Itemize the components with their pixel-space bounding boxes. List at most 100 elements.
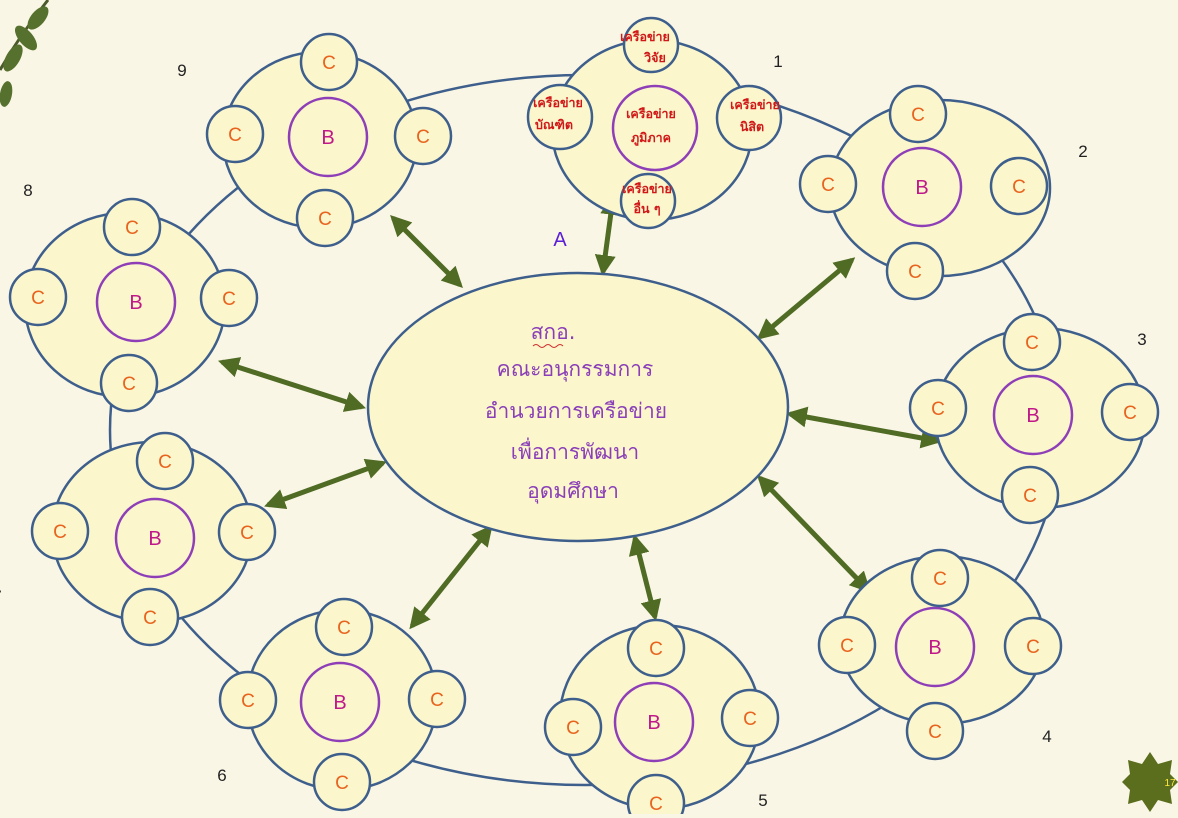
network-6: B C C C C 6 — [217, 597, 467, 812]
b-node — [95, 261, 177, 343]
center-line-1: สกอ. — [531, 320, 576, 344]
b-node-label: B — [928, 637, 941, 659]
c-node — [543, 697, 603, 757]
c-node-label: C — [566, 718, 580, 739]
c-node-label: C — [821, 175, 835, 196]
net1-right-line1: เครือข่าย — [730, 97, 780, 112]
b-node-label: B — [647, 712, 660, 734]
c-node — [910, 548, 970, 608]
c-node — [817, 615, 877, 675]
c-node — [199, 268, 259, 328]
page-number-badge: 17 — [1122, 752, 1178, 812]
network-1: เครือข่าย วิจัย เครือข่าย บัณฑิต เครือข่… — [526, 16, 783, 230]
c-node — [8, 267, 68, 327]
c-node-label: C — [241, 691, 255, 712]
network-number-1: 1 — [773, 52, 782, 71]
c-node — [30, 501, 90, 561]
center-line-4: เพื่อการพัฒนา — [511, 437, 639, 464]
b-node — [992, 374, 1074, 456]
c-node — [205, 104, 265, 164]
c-node — [885, 241, 945, 301]
c-node-label: C — [1023, 486, 1037, 507]
net1-top-line1: เครือข่าย — [620, 29, 670, 44]
c-node-label: C — [743, 709, 757, 730]
c-node-label: C — [1123, 403, 1137, 424]
hub-label-a: A — [553, 229, 567, 251]
c-node — [218, 670, 278, 730]
c-node — [798, 154, 858, 214]
network-number-5: 5 — [758, 791, 767, 810]
center-line-5: อุดมศึกษา — [527, 479, 619, 504]
c-node-label: C — [931, 399, 945, 420]
b-node-label: B — [333, 692, 346, 714]
b-node-label: B — [321, 127, 334, 149]
arrow-6 — [409, 524, 493, 630]
b-node — [114, 497, 196, 579]
c-node — [1002, 312, 1062, 372]
c-node — [989, 156, 1049, 216]
c-node — [905, 701, 965, 761]
c-node — [1000, 465, 1060, 525]
arrow-7 — [264, 458, 387, 510]
arrow-4 — [757, 474, 871, 594]
c-node-label: C — [416, 127, 430, 148]
c-node-label: C — [143, 608, 157, 629]
central-hub: สกอ. คณะอนุกรรมการ อำนวยการเครือข่าย เพื… — [366, 271, 790, 543]
c-node-label: C — [228, 125, 242, 146]
c-node — [393, 106, 453, 166]
network-number-7: 7 — [0, 587, 2, 606]
c-node — [217, 502, 277, 562]
c-node-label: C — [158, 452, 172, 473]
b-node — [613, 681, 695, 763]
b-node-label: B — [915, 177, 928, 199]
c-node — [1100, 382, 1160, 442]
net1-left-line2: บัณฑิต — [535, 117, 573, 132]
c-node-label: C — [430, 690, 444, 711]
c-node-label: C — [840, 636, 854, 657]
c-node — [102, 197, 162, 257]
network-number-8: 8 — [23, 181, 32, 200]
c-node-label: C — [649, 639, 663, 660]
network-number-9: 9 — [177, 61, 186, 80]
c-node — [299, 32, 359, 92]
c-node — [888, 84, 948, 144]
network-number-3: 3 — [1137, 330, 1146, 349]
arrow-8 — [218, 357, 366, 412]
c-node — [295, 188, 355, 248]
c-node-label: C — [649, 794, 663, 814]
c-node-label: C — [337, 618, 351, 639]
b-node — [894, 606, 976, 688]
c-node-label: C — [1026, 637, 1040, 658]
network-3: B C C C C 3 — [908, 312, 1160, 525]
b-node-label: B — [148, 528, 161, 550]
network-number-6: 6 — [217, 766, 226, 785]
c-node — [312, 752, 372, 812]
b-node-label: B — [129, 292, 142, 314]
b-node-label: B — [1026, 405, 1039, 427]
c-node-label: C — [908, 262, 922, 283]
net1-top-line2: วิจัย — [643, 50, 666, 65]
page-number: 17 — [1164, 778, 1176, 789]
net1-bottom-line1: เครือข่าย — [622, 181, 672, 196]
c-node — [314, 597, 374, 657]
net1-right-line2: นิสิต — [740, 119, 764, 134]
net1-left-line1: เครือข่าย — [533, 95, 583, 110]
c-node-label: C — [335, 773, 349, 794]
center-line-3: อำนวยการเครือข่าย — [485, 399, 667, 423]
arrow-2 — [756, 257, 856, 340]
network-7: BCCCC7 — [0, 431, 277, 647]
c-node-label: C — [1025, 333, 1039, 354]
net1-center-line1: เครือข่าย — [626, 106, 676, 121]
c-node-label: C — [125, 218, 139, 239]
c-node-label: C — [318, 209, 332, 230]
c-node — [135, 431, 195, 491]
arrow-3 — [785, 406, 943, 449]
c-node-label: C — [911, 105, 925, 126]
c-node — [1003, 616, 1063, 676]
b-node — [299, 661, 381, 743]
net1-bottom-line2: อื่น ๆ — [633, 200, 661, 216]
